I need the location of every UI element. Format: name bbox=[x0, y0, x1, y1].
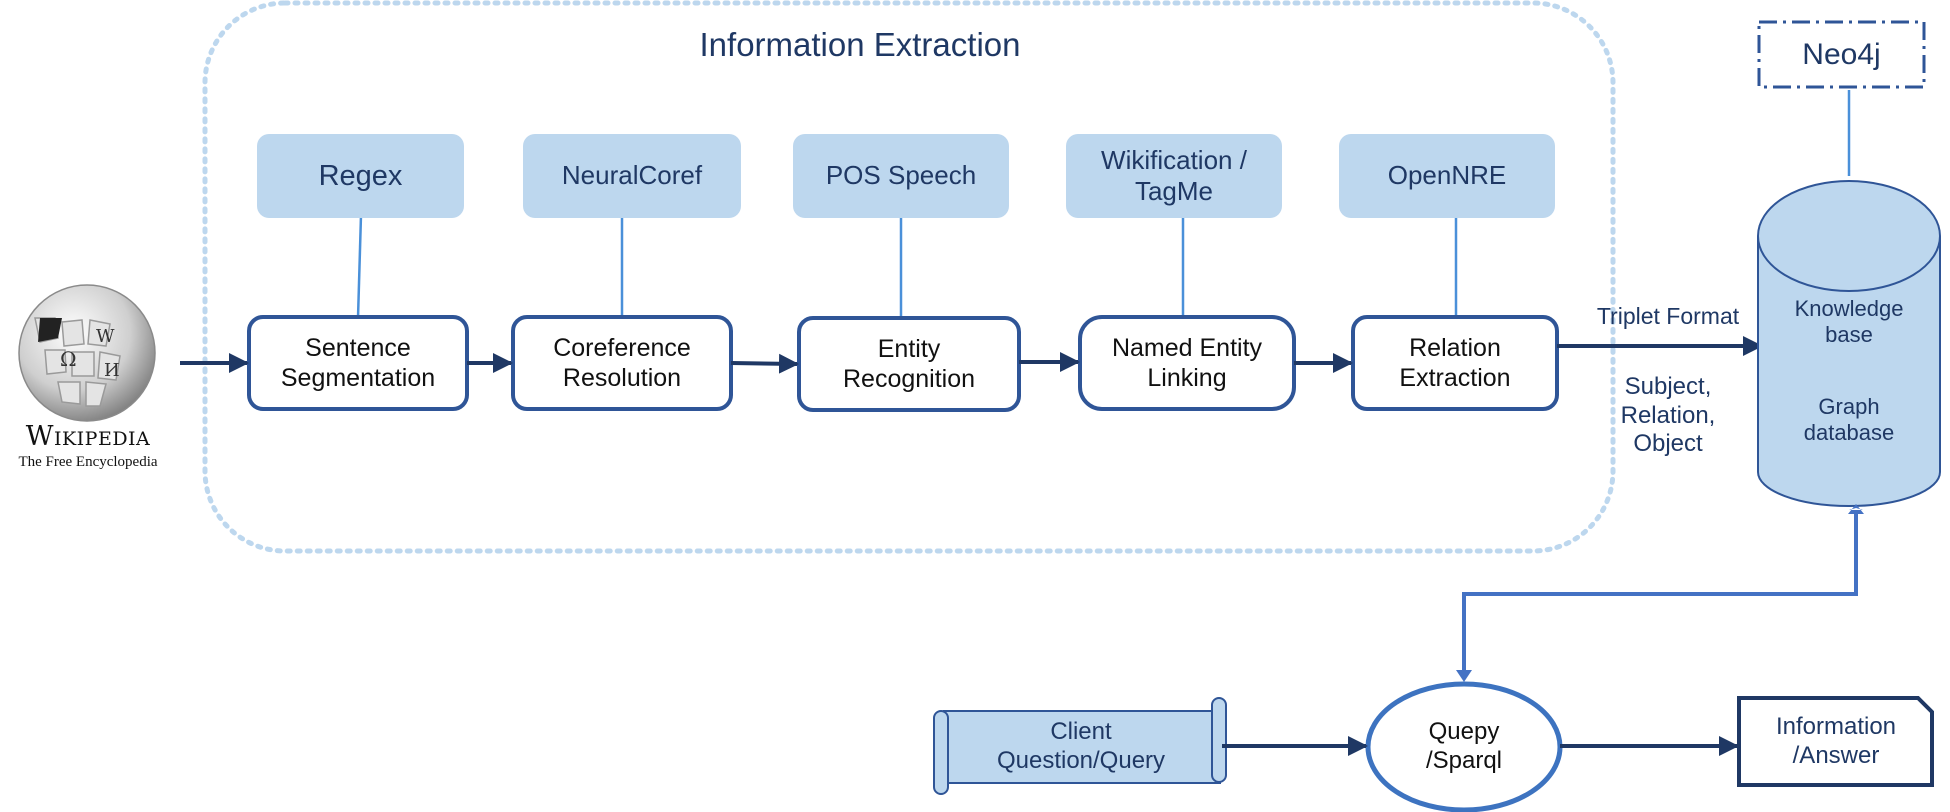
wikipedia-wordmark-text: Wikipedia bbox=[25, 420, 151, 452]
tool-box-opennre bbox=[1339, 134, 1555, 218]
step-label-sentence-segmentation: Sentence Segmentation bbox=[280, 334, 436, 392]
svg-text:И: И bbox=[104, 360, 120, 381]
tool-box-regex bbox=[257, 134, 464, 218]
tool-label-opennre: OpenNRE bbox=[1387, 160, 1507, 191]
step-label-relation-extraction: Relation Extraction bbox=[1399, 334, 1511, 392]
triplet-format-label: Triplet Format bbox=[1596, 303, 1740, 330]
quepy-label: Quepy /Sparql bbox=[1425, 718, 1503, 774]
tool-box-neuralcoref bbox=[523, 134, 741, 218]
arrow-head-to-quepy bbox=[1456, 670, 1472, 682]
neo4j-label: Neo4j bbox=[1802, 37, 1881, 71]
client-scroll-shape bbox=[933, 697, 1227, 795]
arrow-coreference-to-recognition bbox=[730, 353, 799, 374]
triplet-fields-label: Subject, Relation, Object bbox=[1620, 372, 1716, 458]
diagram-title: Information Extraction bbox=[699, 26, 1021, 64]
information-extraction-frame bbox=[202, 0, 1616, 554]
tool-box-pos bbox=[793, 134, 1009, 218]
wikipedia-tagline: The Free Encyclopedia bbox=[18, 454, 158, 471]
client-query-label: Client Question/Query bbox=[996, 718, 1166, 774]
tool-label-regex: Regex bbox=[318, 159, 403, 192]
step-box-relation-extraction bbox=[1351, 315, 1559, 411]
svg-text:W: W bbox=[96, 326, 115, 347]
knowledge-base-cylinder bbox=[1757, 180, 1941, 507]
step-label-coreference-resolution: Coreference Resolution bbox=[553, 334, 691, 392]
answer-label: Information /Answer bbox=[1775, 713, 1897, 769]
graph-database-label: Graph database bbox=[1803, 393, 1895, 445]
tool-box-wikification bbox=[1066, 134, 1282, 218]
wikipedia-globe-icon: Ω W И bbox=[18, 284, 156, 422]
neo4j-box bbox=[1757, 20, 1926, 89]
wikipedia-wordmark: Wikipedia The Free Encyclopedia bbox=[0, 420, 176, 472]
tool-label-wikification: Wikification / TagMe bbox=[1101, 144, 1247, 206]
svg-text:Ω: Ω bbox=[60, 347, 77, 371]
query-link-line bbox=[1462, 510, 1858, 678]
tool-label-pos: POS Speech bbox=[825, 160, 977, 191]
arrow-head-to-knowledge-base bbox=[1848, 504, 1864, 514]
step-label-entity-recognition: Entity Recognition bbox=[842, 335, 976, 393]
connector-regex bbox=[356, 214, 363, 319]
tool-label-neuralcoref: NeuralCoref bbox=[561, 160, 703, 191]
answer-box bbox=[1737, 696, 1934, 787]
step-label-named-entity-linking: Named Entity Linking bbox=[1111, 334, 1263, 392]
knowledge-base-label: Knowledge base bbox=[1794, 295, 1904, 347]
